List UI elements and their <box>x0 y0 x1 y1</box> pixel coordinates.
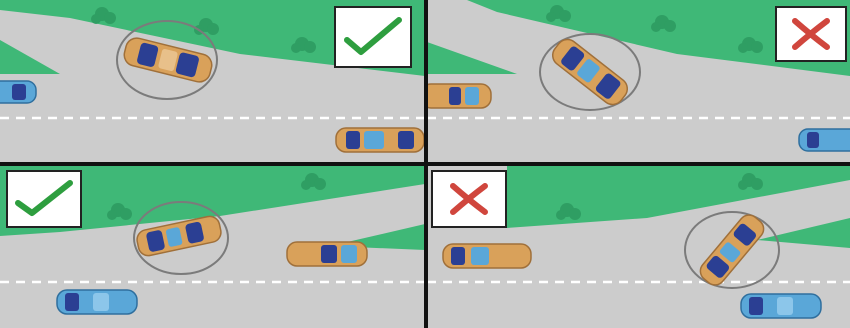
passing-car <box>443 244 531 268</box>
passing-car <box>336 128 424 152</box>
passing-car <box>427 84 491 108</box>
checkmark-icon <box>343 16 403 58</box>
panel-top-right <box>427 0 850 162</box>
horizontal-divider <box>0 162 850 166</box>
passing-car <box>287 242 367 266</box>
verdict-badge <box>775 6 847 62</box>
passing-car <box>741 294 821 318</box>
passing-car <box>57 290 137 314</box>
cross-icon <box>789 17 833 51</box>
panel-bottom-left <box>0 166 425 328</box>
cross-icon <box>447 182 491 216</box>
verdict-badge <box>6 170 82 228</box>
panel-top-left <box>0 0 425 162</box>
passing-car <box>799 129 850 151</box>
verdict-badge <box>334 6 412 68</box>
verdict-badge <box>431 170 507 228</box>
passing-car <box>0 81 36 103</box>
panel-bottom-right <box>427 166 850 328</box>
checkmark-icon <box>14 179 74 219</box>
